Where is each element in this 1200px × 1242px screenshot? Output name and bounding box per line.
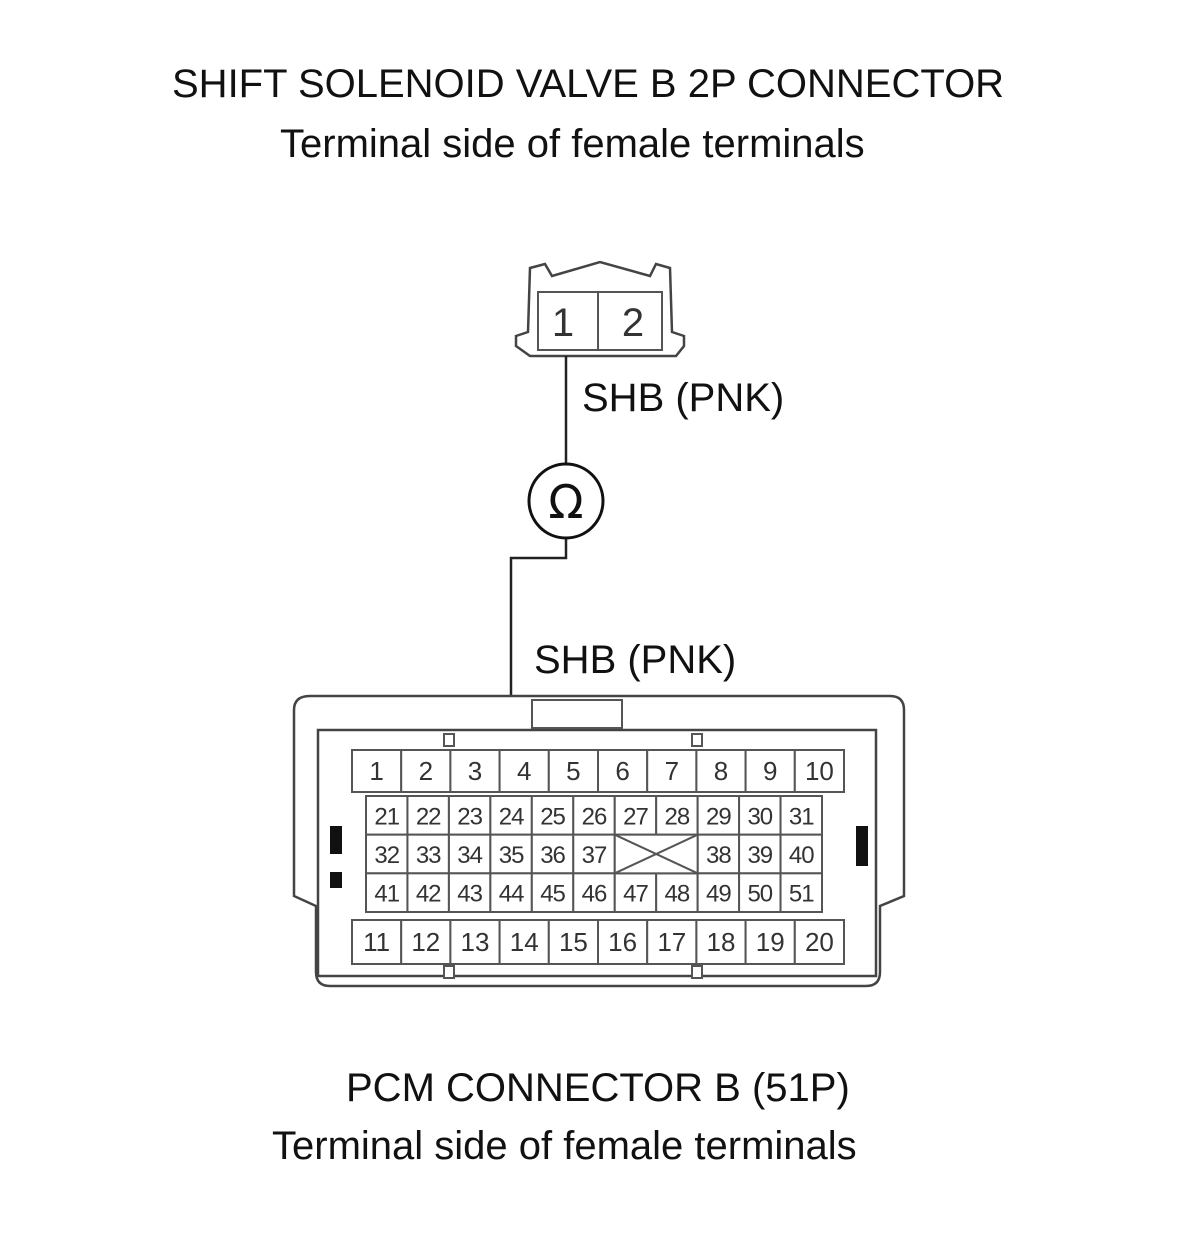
pcm-terminal-4: 4 bbox=[517, 756, 531, 786]
pcm-terminal-26: 26 bbox=[582, 803, 607, 830]
pcm-terminal-cell bbox=[779, 872, 824, 913]
ohm-icon: Ω bbox=[548, 475, 583, 529]
pcm-terminal-cell bbox=[449, 919, 501, 965]
pcm-terminal-cell bbox=[744, 919, 796, 965]
pcm-terminal-39: 39 bbox=[747, 842, 772, 869]
pcm-terminal-41: 41 bbox=[374, 881, 399, 908]
pcm-terminal-19: 19 bbox=[756, 927, 785, 957]
pcm-terminal-2: 2 bbox=[419, 756, 433, 786]
pcm-terminal-cell bbox=[406, 795, 450, 836]
pcm-terminal-28: 28 bbox=[665, 803, 690, 830]
pcm-terminal-cell bbox=[779, 833, 824, 875]
pcm-terminal-31: 31 bbox=[789, 803, 814, 830]
pcm-terminal-13: 13 bbox=[461, 927, 490, 957]
pcm-terminal-44: 44 bbox=[499, 881, 524, 908]
pcm-terminal-1: 1 bbox=[369, 756, 383, 786]
ohmmeter: Ω bbox=[527, 462, 605, 540]
pcm-terminal-6: 6 bbox=[615, 756, 629, 786]
pcm-terminal-38: 38 bbox=[706, 842, 731, 869]
pcm-terminal-34: 34 bbox=[457, 842, 482, 869]
pcm-terminal-cell bbox=[738, 795, 782, 836]
pcm-terminal-43: 43 bbox=[457, 881, 482, 908]
pcm-terminal-16: 16 bbox=[608, 927, 637, 957]
wire-lower bbox=[509, 536, 568, 745]
pcm-terminal-42: 42 bbox=[416, 881, 441, 908]
pcm-terminal-cell bbox=[351, 919, 403, 965]
pcm-terminal-14: 14 bbox=[510, 927, 539, 957]
pcm-terminal-35: 35 bbox=[499, 842, 524, 869]
pcm-terminal-3: 3 bbox=[468, 756, 482, 786]
pcm-terminal-cell bbox=[365, 872, 409, 913]
pcm-terminal-45: 45 bbox=[540, 881, 565, 908]
pcm-terminal-cell bbox=[572, 872, 616, 913]
pcm-terminal-15: 15 bbox=[559, 927, 588, 957]
pcm-terminal-36: 36 bbox=[540, 842, 565, 869]
top-connector-subtitle: Terminal side of female terminals bbox=[280, 122, 865, 166]
pcm-terminal-32: 32 bbox=[374, 842, 399, 869]
pcm-terminal-21: 21 bbox=[374, 803, 399, 830]
pcm-terminal-22: 22 bbox=[416, 803, 441, 830]
top-connector-title: SHIFT SOLENOID VALVE B 2P CONNECTOR bbox=[172, 62, 1005, 106]
pcm-terminal-cell bbox=[738, 872, 782, 913]
pcm-terminal-cell bbox=[447, 872, 492, 913]
pcm-terminal-cell bbox=[696, 872, 741, 913]
pcm-terminal-cell bbox=[365, 795, 409, 836]
pcm-terminal-47: 47 bbox=[623, 881, 648, 908]
pcm-terminal-23: 23 bbox=[457, 803, 482, 830]
pcm-terminal-cell bbox=[400, 919, 452, 965]
pcm-terminal-10: 10 bbox=[805, 756, 834, 786]
pcm-terminal-cell bbox=[365, 833, 409, 875]
pcm-terminal-cell bbox=[793, 749, 845, 793]
pcm-terminal-cell bbox=[400, 749, 452, 793]
pcm-terminal-12: 12 bbox=[411, 927, 440, 957]
pcm-terminal-cell bbox=[498, 749, 550, 793]
pcm-terminal-51: 51 bbox=[789, 881, 814, 908]
pcm-terminal-cell bbox=[547, 919, 599, 965]
two-pin-connector: 1 2 bbox=[514, 260, 686, 358]
pcm-terminal-cell bbox=[597, 749, 649, 793]
pcm-terminal-33: 33 bbox=[416, 842, 441, 869]
pcm-terminal-46: 46 bbox=[582, 881, 607, 908]
pcm-terminal-cell bbox=[655, 795, 699, 836]
pcm-terminal-30: 30 bbox=[747, 803, 772, 830]
pcm-terminal-cell bbox=[613, 872, 658, 913]
pcm-terminal-27: 27 bbox=[623, 803, 648, 830]
pcm-terminal-8: 8 bbox=[714, 756, 728, 786]
pcm-terminal-11: 11 bbox=[363, 927, 390, 957]
pcm-terminal-7: 7 bbox=[665, 756, 679, 786]
blank-cross-line bbox=[614, 833, 699, 875]
pin-2-label: 2 bbox=[622, 301, 644, 345]
pcm-terminal-cell bbox=[744, 749, 796, 793]
pcm-terminal-25: 25 bbox=[540, 803, 565, 830]
pcm-terminal-cell bbox=[406, 833, 450, 875]
pcm-terminal-cell bbox=[547, 749, 599, 793]
pin-1-label: 1 bbox=[552, 301, 574, 345]
pcm-terminal-49: 49 bbox=[706, 881, 731, 908]
pcm-terminal-40: 40 bbox=[789, 842, 814, 869]
pcm-terminal-5: 5 bbox=[566, 756, 580, 786]
pcm-terminal-cell bbox=[793, 919, 845, 965]
pcm-connector-subtitle: Terminal side of female terminals bbox=[272, 1124, 857, 1168]
pcm-terminal-48: 48 bbox=[665, 881, 690, 908]
pcm-terminal-24: 24 bbox=[499, 803, 524, 830]
pcm-terminal-17: 17 bbox=[657, 927, 686, 957]
wire-label-upper: SHB (PNK) bbox=[582, 376, 785, 420]
pcm-terminal-cell bbox=[695, 749, 747, 793]
pcm-terminal-50: 50 bbox=[747, 881, 772, 908]
pcm-terminal-cell bbox=[572, 833, 616, 875]
pcm-terminal-29: 29 bbox=[706, 803, 731, 830]
pcm-terminal-20: 20 bbox=[805, 927, 834, 957]
pcm-terminal-37: 37 bbox=[582, 842, 607, 869]
pcm-terminal-9: 9 bbox=[763, 756, 777, 786]
pcm-terminal-18: 18 bbox=[707, 927, 736, 957]
wire-label-lower: SHB (PNK) bbox=[534, 638, 737, 682]
pcm-connector-title: PCM CONNECTOR B (51P) bbox=[346, 1066, 850, 1110]
